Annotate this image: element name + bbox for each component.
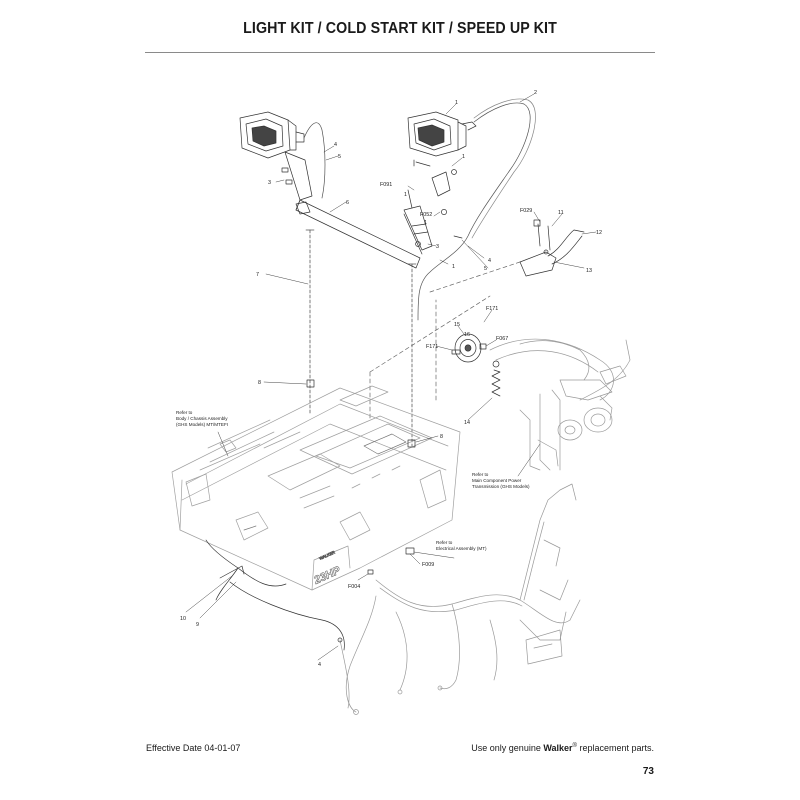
footer-prefix: Use only genuine [471, 743, 544, 753]
hood-label: 23HP [311, 564, 343, 587]
callout-f029: F029 [520, 208, 532, 214]
callout-f009: F009 [422, 562, 434, 568]
tension-spring [491, 360, 501, 397]
reference-notes: Refer to Body / Chassis Assembly (GHS Mo… [176, 410, 530, 551]
note-electrical-line1: Refer to [436, 540, 453, 545]
left-lamp-wire [303, 122, 326, 199]
registered-mark: ® [572, 743, 577, 749]
callout-leaders [185, 93, 597, 661]
note-power-line1: Refer to [472, 472, 489, 477]
callout-15: 15 [454, 322, 460, 328]
callout-f067: F067 [496, 336, 508, 342]
rod-spacers [306, 379, 416, 575]
effective-date: Effective Date 04-01-07 [146, 743, 241, 753]
callout-1: 1 [452, 264, 455, 270]
callout-1: 1 [455, 100, 458, 106]
idler-pulley [451, 333, 487, 363]
callout-f004: F004 [348, 584, 360, 590]
callout-f052: F052 [420, 212, 432, 218]
right-work-light [407, 111, 477, 157]
callout-f091: F091 [380, 182, 392, 188]
speed-up-lever [519, 219, 585, 277]
callout-5: 5 [338, 154, 341, 160]
callout-9: 9 [196, 622, 199, 628]
callout-8: 8 [258, 380, 261, 386]
footer-suffix: replacement parts. [576, 743, 654, 753]
callout-14: 14 [464, 420, 470, 426]
callout-4: 4 [488, 258, 491, 264]
callout-3: 3 [436, 244, 439, 250]
callout-11: 11 [558, 210, 564, 216]
footer-note: Use only genuine Walker® replacement par… [471, 743, 654, 753]
callout-4: 4 [334, 142, 337, 148]
left-work-light [239, 111, 305, 159]
callout-4: 4 [318, 662, 321, 668]
light-wiring-harness [417, 102, 531, 321]
mounting-hardware [281, 159, 463, 247]
chassis-ghost [171, 385, 461, 591]
callout-3: 3 [268, 180, 271, 186]
electrical-harness-ghost [339, 483, 581, 715]
page-title: LIGHT KIT / COLD START KIT / SPEED UP KI… [243, 20, 557, 37]
callout-1: 1 [404, 192, 407, 198]
callout-5: 5 [484, 266, 487, 272]
callout-10: 10 [180, 616, 186, 622]
callout-12: 12 [596, 230, 602, 236]
light-mounting-bar [284, 151, 433, 269]
note-power-line3: Transmission (GHS Models) [472, 484, 530, 489]
callout-13: 13 [586, 268, 592, 274]
callout-f171: F171 [426, 344, 438, 350]
assembly-guide-lines [369, 261, 521, 421]
note-body-line3: (GHS Models) MT/MTEFI [176, 422, 228, 427]
note-body-line2: Body / Chassis Assembly [176, 416, 228, 421]
callout-8: 8 [440, 434, 443, 440]
callout-numbers: 1 2 1 F091 1 F052 6 4 5 3 7 3 1 1 4 5 F0… [180, 90, 602, 668]
page-number: 73 [642, 766, 654, 777]
callout-2: 2 [534, 90, 537, 96]
note-body-line1: Refer to [176, 410, 193, 415]
callout-16: 16 [464, 332, 470, 338]
callout-1: 1 [424, 220, 427, 226]
transmission-ghost [489, 338, 631, 471]
brand-name: Walker [543, 743, 573, 753]
callout-6: 6 [346, 200, 349, 206]
note-electrical-line2: Electrical Assembly (MT) [436, 546, 487, 551]
callout-f171: F171 [486, 306, 498, 312]
note-power-line2: Main Component Power [472, 478, 522, 483]
callout-1: 1 [462, 154, 465, 160]
chassis-logo: WALKER [318, 549, 335, 560]
callout-7: 7 [256, 272, 259, 278]
title-divider [145, 52, 655, 53]
cold-start-cable [205, 539, 345, 651]
